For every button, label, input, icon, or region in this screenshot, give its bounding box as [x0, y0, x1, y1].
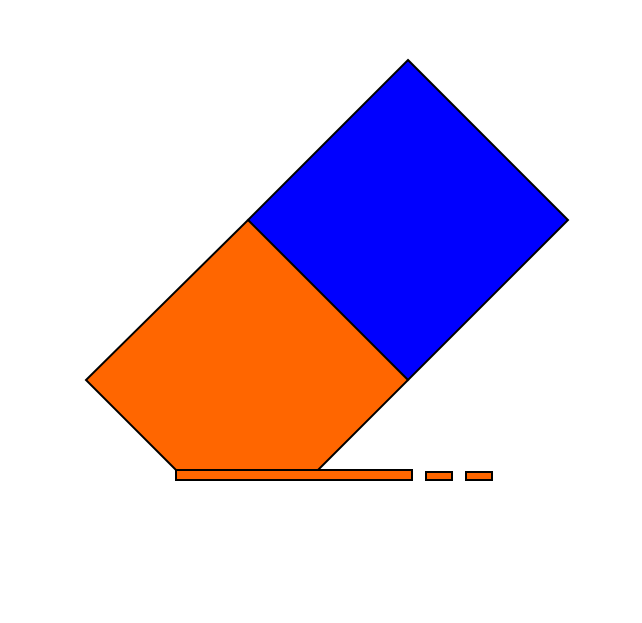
- eraser-trail-long: [175, 469, 413, 481]
- eraser-trail-dash-1: [425, 471, 453, 481]
- eraser-trail-dash-2: [465, 471, 493, 481]
